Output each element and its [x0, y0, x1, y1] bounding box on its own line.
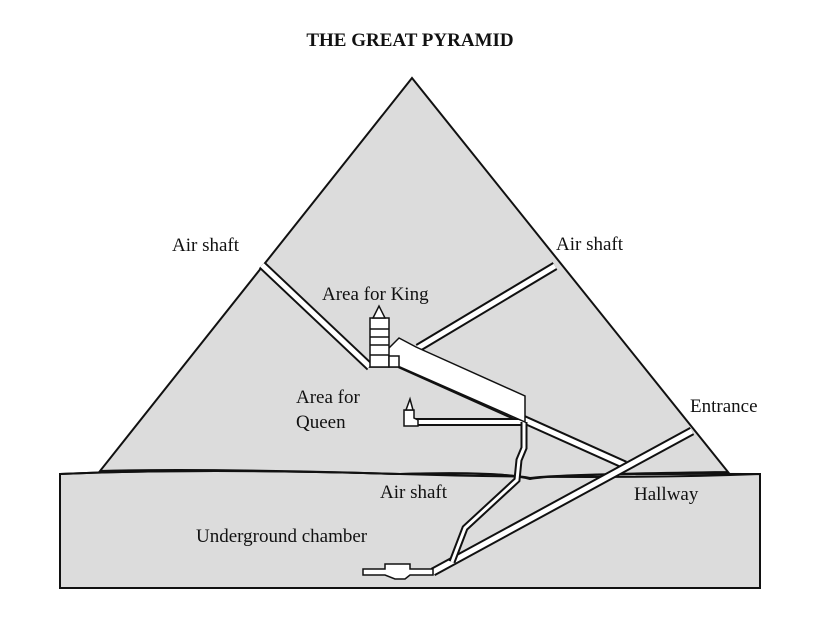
queen-chamber: [403, 396, 419, 427]
label-area-for-king: Area for King: [322, 284, 429, 305]
label-underground-chamber: Underground chamber: [196, 526, 368, 547]
king-chamber: [369, 304, 400, 368]
label-area-for-queen-1: Area for: [296, 387, 360, 408]
label-air-shaft-right: Air shaft: [556, 234, 624, 255]
label-entrance: Entrance: [690, 396, 758, 417]
label-hallway: Hallway: [634, 484, 699, 505]
underground-chamber: [362, 563, 434, 580]
diagram-title: THE GREAT PYRAMID: [306, 30, 513, 51]
label-air-shaft-left: Air shaft: [172, 235, 240, 256]
label-air-shaft-lower: Air shaft: [380, 482, 448, 503]
label-area-for-queen-2: Queen: [296, 412, 346, 433]
